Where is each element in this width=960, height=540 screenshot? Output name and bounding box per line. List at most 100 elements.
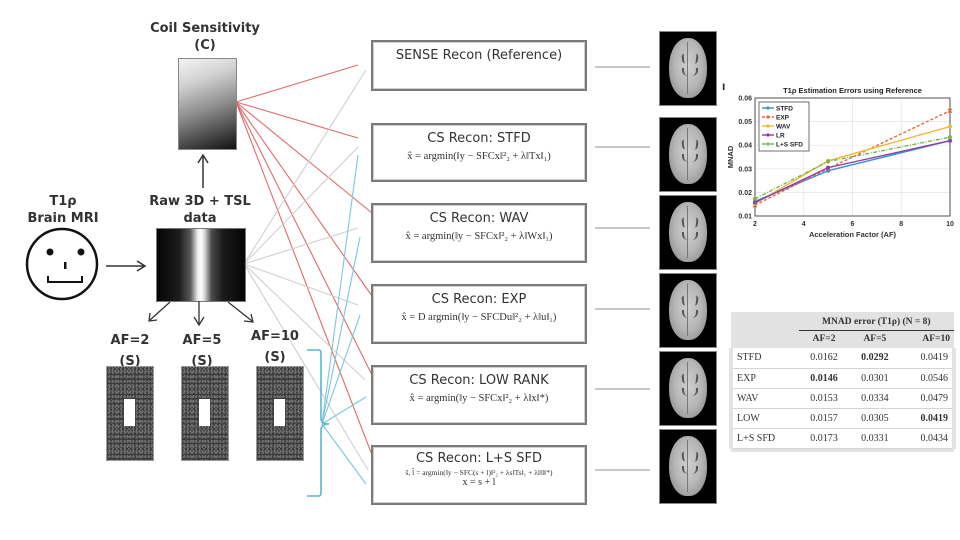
data-point xyxy=(753,196,757,201)
table-cell: 0.0153 xyxy=(810,392,838,404)
raw-link-line xyxy=(243,69,367,265)
coil-link-line xyxy=(235,101,359,139)
table-column-header: AF=5 xyxy=(863,334,887,345)
table-cell: 0.0331 xyxy=(861,432,889,444)
brain-image-wav xyxy=(659,195,717,270)
legend-label: WAV xyxy=(776,124,791,131)
input-title-line1: T1ρ xyxy=(49,194,77,209)
table-cell: 0.0173 xyxy=(810,432,838,444)
recon-title: CS Recon: STFD xyxy=(427,131,531,146)
mask-link-line xyxy=(321,314,361,425)
mask-link-line xyxy=(321,154,359,425)
data-point xyxy=(947,108,953,114)
x-tick-label: 8 xyxy=(899,221,903,228)
coil-title-line2: (C) xyxy=(194,38,216,53)
coil-link-line xyxy=(235,64,359,103)
legend-marker xyxy=(766,106,770,110)
data-point xyxy=(948,135,952,140)
legend-label: LR xyxy=(776,133,785,140)
legend-marker xyxy=(766,124,770,128)
mask-link-line xyxy=(321,396,367,425)
table-footer-band xyxy=(731,448,954,452)
brain-image-stfd xyxy=(659,117,717,192)
arrow-up-icon xyxy=(197,153,209,188)
mask-label-af2: AF=2 (S) xyxy=(110,333,150,369)
coil-link-line xyxy=(235,101,373,376)
table-cell: 0.0334 xyxy=(861,392,889,404)
recon-equation: x̂ = argmin(‖y − SFCx‖²₂ + λ‖Wx‖₁) xyxy=(405,231,553,242)
table-row-label: STFD xyxy=(729,348,799,368)
sampling-mask-af10 xyxy=(256,366,304,461)
table-cell: 0.0419 xyxy=(900,408,956,428)
y-tick-label: 0.02 xyxy=(738,190,752,197)
table-column-header xyxy=(731,330,799,348)
table-column-header: AF=10 xyxy=(922,334,950,345)
input-title-line2: Brain MRI xyxy=(27,211,99,226)
face-icon xyxy=(25,227,99,301)
coil-link-line xyxy=(235,101,373,214)
raw-link-line xyxy=(243,227,359,265)
mask-link-line xyxy=(321,236,361,425)
mask-label-af5: AF=5 (S) xyxy=(182,333,222,369)
y-tick-label: 0.01 xyxy=(738,214,752,221)
y-tick-label: 0.04 xyxy=(738,143,752,150)
raw-link-line xyxy=(243,263,366,381)
coil-link-line xyxy=(235,101,373,297)
recon-equation: x̂ = argmin(‖y − SFCx‖²₂ + λ‖x‖*) xyxy=(409,393,549,404)
raw-link-line xyxy=(243,263,369,471)
table-cell: 0.0546 xyxy=(900,368,956,388)
sampling-mask-af5 xyxy=(181,366,229,461)
output-line xyxy=(595,146,650,148)
raw-label: Raw 3D + TSL data xyxy=(145,193,255,227)
brain-image-low-rank xyxy=(659,351,717,426)
y-tick-label: 0.06 xyxy=(738,96,752,103)
recon-equation-2: x = s + l xyxy=(462,477,496,488)
table-row: WAV 0.0153 0.0334 0.0479 xyxy=(729,388,956,408)
mnad-table: MNAD error (T1ρ) (N = 8) AF=2 AF=5 AF=10 S… xyxy=(729,312,956,452)
recon-title: CS Recon: WAV xyxy=(429,211,529,226)
x-tick-label: 2 xyxy=(753,221,757,228)
recon-equation: x̂ = D argmin(‖y − SFCDu‖²₂ + λ‖u‖₁) xyxy=(401,312,557,323)
data-point xyxy=(826,159,831,164)
table-cell: 0.0162 xyxy=(810,352,838,364)
recon-title: CS Recon: L+S SFD xyxy=(415,451,543,466)
recon-box-ls-sfd: CS Recon: L+S SFD ŝ, l̂ = argmin(‖y − SF… xyxy=(371,445,587,505)
brain-image-sense xyxy=(659,31,717,106)
y-tick-label: 0.03 xyxy=(738,166,752,173)
table-column-header: AF=2 xyxy=(812,334,836,345)
legend-label: EXP xyxy=(776,115,790,122)
data-point xyxy=(826,165,831,170)
legend-label: STFD xyxy=(776,106,793,113)
table-cell: 0.0479 xyxy=(900,388,956,408)
table-cell: 0.0419 xyxy=(900,348,956,368)
output-line xyxy=(595,308,650,310)
table-cell: 0.0157 xyxy=(810,412,838,424)
x-tick-label: 4 xyxy=(802,221,806,228)
mnad-table-container: MNAD error (T1ρ) (N = 8) AF=2 AF=5 AF=10 S… xyxy=(729,312,956,452)
sampling-mask-af2 xyxy=(106,366,154,461)
recon-box-stfd: CS Recon: STFD x̂ = argmin(‖y − SFCx‖²₂ … xyxy=(371,123,587,182)
y-tick-label: 0.05 xyxy=(738,119,752,126)
legend-marker xyxy=(766,115,770,119)
recon-box-low-rank: CS Recon: LOW RANK x̂ = argmin(‖y − SFCx… xyxy=(371,365,587,425)
coil-sensitivity-image xyxy=(178,58,237,150)
output-line xyxy=(595,227,650,229)
table-row-label: WAV xyxy=(729,388,799,408)
coil-title-line1: Coil Sensitivity xyxy=(150,21,260,36)
arrow-right-icon xyxy=(106,260,147,272)
data-point xyxy=(948,138,952,143)
mask-bracket xyxy=(307,349,330,497)
x-tick-label: 10 xyxy=(946,221,954,228)
recon-title: CS Recon: EXP xyxy=(431,292,527,307)
table-group-header: MNAD error (T1ρ) (N = 8) xyxy=(798,312,954,331)
table-row-label: L+S SFD xyxy=(729,428,799,448)
recon-title: SENSE Recon (Reference) xyxy=(395,48,563,63)
data-point xyxy=(753,200,757,205)
coil-link-line xyxy=(235,101,373,456)
recon-equation: ŝ, l̂ = argmin(‖y − SFC(s + l)‖²₂ + λs‖T… xyxy=(405,468,553,477)
legend-marker xyxy=(766,142,770,146)
